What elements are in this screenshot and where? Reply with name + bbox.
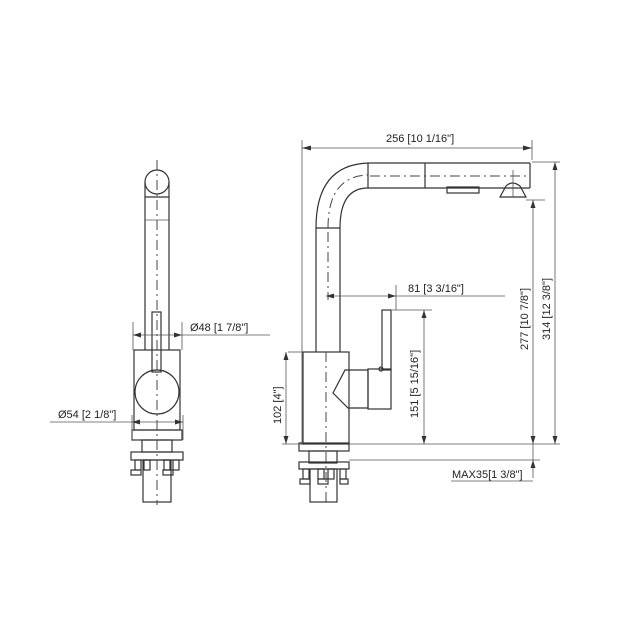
dim-overall-reach: 256 [10 1/16"] xyxy=(386,133,454,145)
dim-handle-offset: 81 [3 3/16"] xyxy=(408,283,464,295)
dim-max-deck-thickness: MAX35[1 3/8"] xyxy=(452,469,523,481)
side-view: 256 [10 1/16"] 81 [3 3/16"] 102 [4"] 151… xyxy=(272,133,560,505)
mounting-shank-side xyxy=(309,468,338,503)
front-view: Ø48 [1 7/8"] Ø54 [2 1/8"] xyxy=(50,160,270,505)
dim-body-height: 102 [4"] xyxy=(272,386,284,424)
spout-elbow xyxy=(315,162,369,229)
dim-spout-diameter: Ø48 [1 7/8"] xyxy=(190,322,248,334)
handle-lever-front xyxy=(151,311,162,373)
dim-outlet-height: 277 [10 7/8"] xyxy=(519,288,531,350)
dim-handle-height: 151 [5 15/16"] xyxy=(409,350,421,418)
handle-block xyxy=(332,369,369,409)
dim-overall-height: 314 [12 3/8"] xyxy=(541,278,553,340)
handle-lever-side xyxy=(381,309,392,371)
spray-button xyxy=(446,186,480,194)
dim-base-diameter: Ø54 [2 1/8"] xyxy=(58,409,116,421)
